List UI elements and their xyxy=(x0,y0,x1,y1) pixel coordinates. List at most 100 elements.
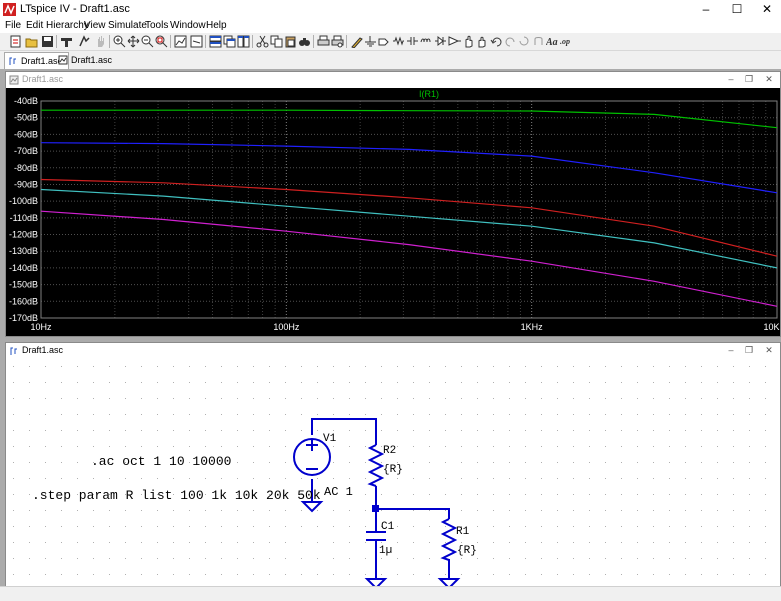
waveform-window-titlebar[interactable]: Draft1.asc – ❐ ✕ xyxy=(6,72,780,88)
menu-view[interactable]: View xyxy=(84,20,106,31)
resistor-icon[interactable] xyxy=(392,35,405,48)
trace-series-2 xyxy=(40,142,778,194)
cascade-icon[interactable] xyxy=(209,35,222,48)
tab-draft1-waveform[interactable]: Draft1.asc xyxy=(55,52,118,68)
menu-window[interactable]: Window xyxy=(170,20,206,31)
menu-hierarchy[interactable]: Hierarchy xyxy=(46,20,89,31)
tab-draft1-schematic[interactable]: Draft1.asc xyxy=(4,52,70,69)
trace-series-1 xyxy=(41,109,778,129)
r1-label[interactable]: R1 xyxy=(456,526,470,538)
tile-horizontal-icon[interactable] xyxy=(190,35,203,48)
close-button[interactable]: ✕ xyxy=(761,2,773,16)
menu-edit[interactable]: Edit xyxy=(26,20,44,31)
drag-icon[interactable] xyxy=(476,35,489,48)
print-icon[interactable] xyxy=(317,35,330,48)
halt-icon[interactable] xyxy=(94,35,107,48)
schematic-restore-button[interactable]: ❐ xyxy=(744,345,754,355)
schematic-window: Draft1.asc – ❐ ✕ xyxy=(5,342,781,587)
c1-value[interactable]: 1µ xyxy=(379,545,392,557)
zoom-fit-icon[interactable] xyxy=(155,35,168,48)
menu-file[interactable]: File xyxy=(5,20,22,31)
capacitor-c1[interactable] xyxy=(366,531,386,547)
y-tick-label: -90dB xyxy=(14,179,38,189)
text-icon[interactable]: Aa xyxy=(546,35,559,48)
capacitor-icon[interactable] xyxy=(406,35,419,48)
ground-symbol-r1[interactable] xyxy=(437,578,461,586)
menu-tools[interactable]: Tools xyxy=(145,20,169,31)
trace-series-4 xyxy=(40,188,778,269)
schematic-close-button[interactable]: ✕ xyxy=(765,345,773,355)
waveform-minimize-button[interactable]: – xyxy=(728,74,734,84)
zoom-in-icon[interactable] xyxy=(113,35,126,48)
y-tick-label: -80dB xyxy=(14,163,38,173)
ltspice-logo-icon xyxy=(3,3,16,16)
mirror-icon[interactable] xyxy=(532,35,545,48)
inductor-icon[interactable] xyxy=(420,35,433,48)
waveform-window-icon xyxy=(9,75,19,85)
spice-directive-icon[interactable]: .op xyxy=(560,35,573,48)
y-tick-label: -50dB xyxy=(14,113,38,123)
schematic-drawing[interactable]: V1 AC 1 R2 {R} C1 1µ xyxy=(6,359,780,586)
paste-icon[interactable] xyxy=(284,35,297,48)
r2-label[interactable]: R2 xyxy=(383,445,396,457)
r2-value[interactable]: {R} xyxy=(383,464,403,476)
waveform-close-button[interactable]: ✕ xyxy=(765,74,773,84)
schematic-grid xyxy=(6,359,780,586)
v1-value[interactable]: AC 1 xyxy=(324,485,353,499)
directive-step[interactable]: .step param R list 100 1k 10k 20k 50k xyxy=(32,488,321,503)
print-preview-icon[interactable] xyxy=(331,35,344,48)
waveform-plot[interactable]: -40dB-50dB-60dB-70dB-80dB-90dB-100dB-110… xyxy=(6,88,780,336)
new-schematic-icon[interactable] xyxy=(9,35,22,48)
schematic-minimize-button[interactable]: – xyxy=(728,345,734,355)
v1-label[interactable]: V1 xyxy=(323,433,337,445)
copy-icon[interactable] xyxy=(270,35,283,48)
pan-icon[interactable] xyxy=(127,35,140,48)
diode-icon[interactable] xyxy=(434,35,447,48)
ground-symbol-c1[interactable] xyxy=(364,578,388,586)
menu-help[interactable]: Help xyxy=(206,20,227,31)
tile-icon[interactable] xyxy=(237,35,250,48)
zoom-out-icon[interactable] xyxy=(141,35,154,48)
run-icon[interactable] xyxy=(78,35,91,48)
cut-icon[interactable] xyxy=(256,35,269,48)
x-tick-label: 1KHz xyxy=(521,322,544,332)
wire-icon[interactable] xyxy=(350,35,363,48)
r1-value[interactable]: {R} xyxy=(457,545,477,557)
waveform-window-title: Draft1.asc xyxy=(22,74,64,84)
x-tick-label: 10KHz xyxy=(763,322,780,332)
schematic-tab-icon xyxy=(9,57,16,65)
maximize-button[interactable]: ☐ xyxy=(731,2,743,16)
waveform-restore-button[interactable]: ❐ xyxy=(744,74,754,84)
control-panel-icon[interactable] xyxy=(60,35,73,48)
y-tick-label: -110dB xyxy=(10,213,38,223)
document-tab-bar: Draft1.asc Draft1.asc xyxy=(0,51,781,69)
voltage-source-v1[interactable] xyxy=(293,438,331,476)
directive-ac[interactable]: .ac oct 1 10 10000 xyxy=(91,454,231,469)
label-net-icon[interactable] xyxy=(378,35,391,48)
x-tick-label: 10Hz xyxy=(30,322,52,332)
save-icon[interactable] xyxy=(41,35,54,48)
menu-bar: File Edit Hierarchy View Simulate Tools … xyxy=(0,19,781,33)
undo-icon[interactable] xyxy=(490,35,503,48)
tile-vertical-icon[interactable] xyxy=(223,35,236,48)
find-icon[interactable] xyxy=(298,35,311,48)
redo-icon[interactable] xyxy=(504,35,517,48)
schematic-canvas[interactable]: V1 AC 1 R2 {R} C1 1µ xyxy=(6,359,780,586)
waveform-plot-pane[interactable]: -40dB-50dB-60dB-70dB-80dB-90dB-100dB-110… xyxy=(6,88,780,336)
y-tick-label: -40dB xyxy=(14,96,38,106)
resistor-r2[interactable] xyxy=(367,444,385,487)
toolbar: Aa .op xyxy=(0,33,781,51)
ground-icon[interactable] xyxy=(364,35,377,48)
menu-simulate[interactable]: Simulate xyxy=(108,20,147,31)
c1-label[interactable]: C1 xyxy=(381,521,395,533)
ground-symbol-v1[interactable] xyxy=(300,501,324,513)
resistor-r1[interactable] xyxy=(440,518,458,561)
rotate-icon[interactable] xyxy=(518,35,531,48)
schematic-window-titlebar[interactable]: Draft1.asc – ❐ ✕ xyxy=(6,343,780,359)
component-icon[interactable] xyxy=(448,35,461,48)
open-icon[interactable] xyxy=(25,35,38,48)
minimize-button[interactable]: – xyxy=(702,2,710,16)
move-icon[interactable] xyxy=(462,35,475,48)
y-tick-label: -60dB xyxy=(14,129,38,139)
autorange-icon[interactable] xyxy=(174,35,187,48)
